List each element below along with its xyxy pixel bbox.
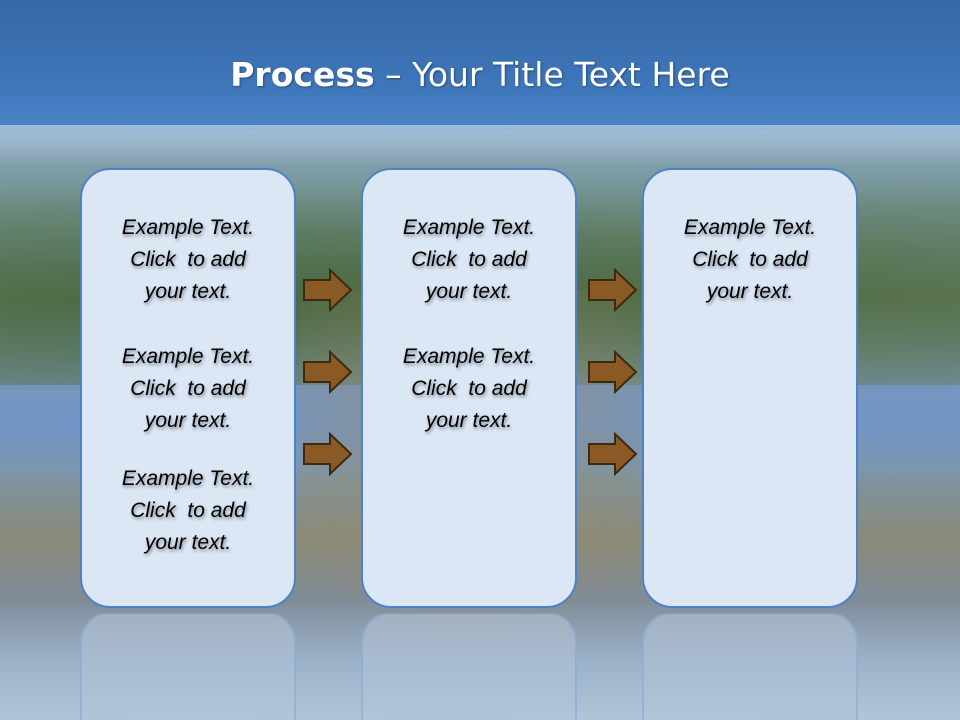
right-arrow-icon[interactable] — [588, 432, 638, 476]
text-line: Click to add — [692, 248, 808, 271]
panel-text-block[interactable]: Example Text. Click to add your text. — [82, 212, 294, 308]
text-line: Example Text. — [121, 345, 255, 368]
text-line: your text. — [144, 409, 232, 432]
text-line: your text. — [425, 409, 513, 432]
panel-text-block[interactable]: Example Text. Click to add your text. — [363, 341, 575, 437]
process-panel-2[interactable]: Example Text. Click to add your text. Ex… — [361, 168, 577, 608]
text-line: Example Text. — [121, 467, 255, 490]
right-arrow-icon[interactable] — [303, 268, 353, 312]
panel-reflection — [80, 612, 296, 720]
text-line: Example Text. — [402, 345, 536, 368]
slide-title[interactable]: Process – Your Title Text Here — [0, 52, 960, 98]
text-line: Example Text. — [402, 216, 536, 239]
right-arrow-icon[interactable] — [303, 350, 353, 394]
panel-reflection — [642, 612, 858, 720]
right-arrow-icon[interactable] — [588, 350, 638, 394]
text-line: Example Text. — [121, 216, 255, 239]
title-bold: Process — [230, 55, 375, 94]
text-line: Click to add — [411, 377, 527, 400]
title-rest: – Your Title Text Here — [374, 55, 730, 94]
text-line: your text. — [144, 531, 232, 554]
text-line: your text. — [706, 280, 794, 303]
text-line: Click to add — [130, 377, 246, 400]
text-line: Click to add — [130, 248, 246, 271]
text-line: your text. — [144, 280, 232, 303]
process-panel-3[interactable]: Example Text. Click to add your text. — [642, 168, 858, 608]
panel-reflection — [361, 612, 577, 720]
text-line: Click to add — [130, 499, 246, 522]
panel-text-block[interactable]: Example Text. Click to add your text. — [363, 212, 575, 308]
panel-text-block[interactable]: Example Text. Click to add your text. — [82, 341, 294, 437]
panel-text-block[interactable]: Example Text. Click to add your text. — [82, 463, 294, 559]
text-line: your text. — [425, 280, 513, 303]
panel-text-block[interactable]: Example Text. Click to add your text. — [644, 212, 856, 308]
text-line: Example Text. — [683, 216, 817, 239]
title-band — [0, 0, 960, 130]
background-haze — [0, 125, 960, 165]
text-line: Click to add — [411, 248, 527, 271]
right-arrow-icon[interactable] — [303, 432, 353, 476]
process-panel-1[interactable]: Example Text. Click to add your text. Ex… — [80, 168, 296, 608]
right-arrow-icon[interactable] — [588, 268, 638, 312]
